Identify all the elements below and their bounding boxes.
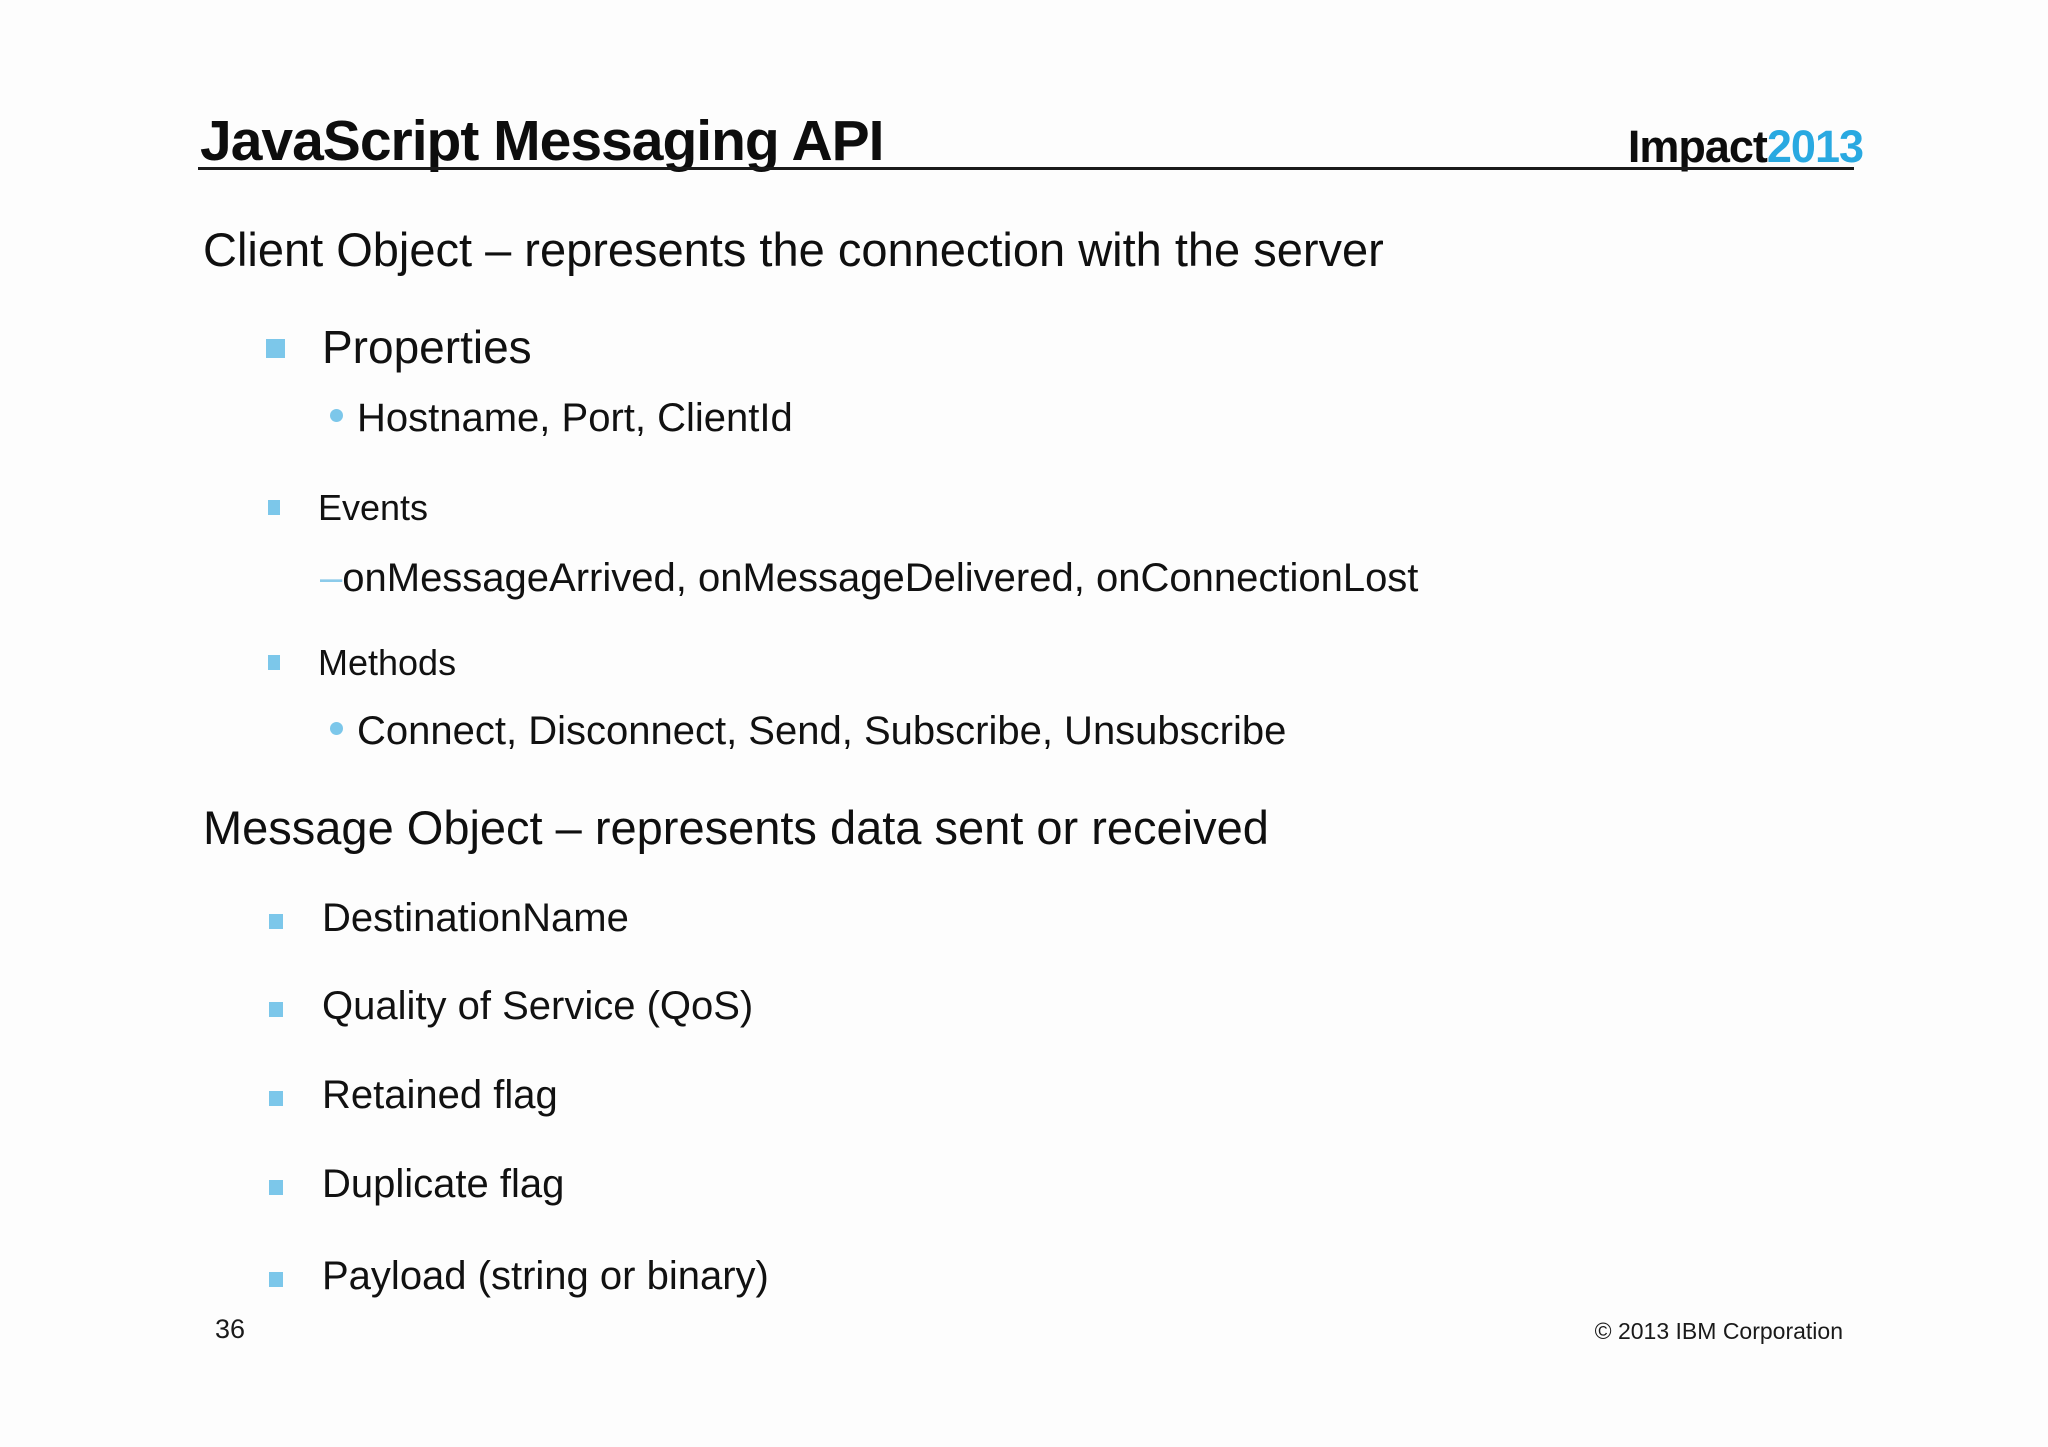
list-item-destinationname: DestinationName (322, 896, 629, 940)
copyright-notice: © 2013 IBM Corporation (1594, 1318, 1843, 1344)
list-item-qos: Quality of Service (QoS) (322, 984, 754, 1028)
bullet-square-icon (268, 500, 280, 515)
bullet-dot-icon (330, 722, 343, 735)
list-item-payload: Payload (string or binary) (322, 1254, 769, 1298)
bullet-dot-icon (330, 409, 343, 422)
bullet-square-icon (269, 1002, 283, 1017)
events-detail: –onMessageArrived, onMessageDelivered, o… (320, 556, 1418, 601)
bullet-square-icon (269, 1180, 283, 1195)
properties-detail: Hostname, Port, ClientId (357, 396, 793, 440)
bullet-square-icon (269, 914, 283, 929)
page-number: 36 (215, 1314, 246, 1344)
client-object-heading: Client Object – represents the connectio… (203, 223, 1384, 276)
slide-title: JavaScript Messaging API (200, 109, 884, 173)
events-detail-text: onMessageArrived, onMessageDelivered, on… (342, 556, 1419, 600)
logo-year-text: 2013 (1766, 121, 1864, 172)
list-item-retained-flag: Retained flag (322, 1073, 558, 1117)
list-item-duplicate-flag: Duplicate flag (322, 1162, 565, 1206)
impact-2013-logo: Impact2013 (1627, 121, 1864, 173)
bullet-square-icon (269, 1272, 283, 1287)
message-object-heading: Message Object – represents data sent or… (203, 801, 1269, 854)
methods-label: Methods (318, 642, 457, 683)
bullet-square-icon (269, 1091, 283, 1106)
events-label: Events (318, 487, 429, 528)
bullet-square-icon (266, 339, 285, 358)
properties-label: Properties (322, 321, 532, 373)
bullet-square-icon (268, 655, 280, 670)
title-underline-divider (198, 167, 1854, 170)
dash-bullet-icon: – (320, 556, 343, 600)
logo-brand-text: Impact (1627, 121, 1768, 172)
methods-detail: Connect, Disconnect, Send, Subscribe, Un… (357, 709, 1287, 753)
